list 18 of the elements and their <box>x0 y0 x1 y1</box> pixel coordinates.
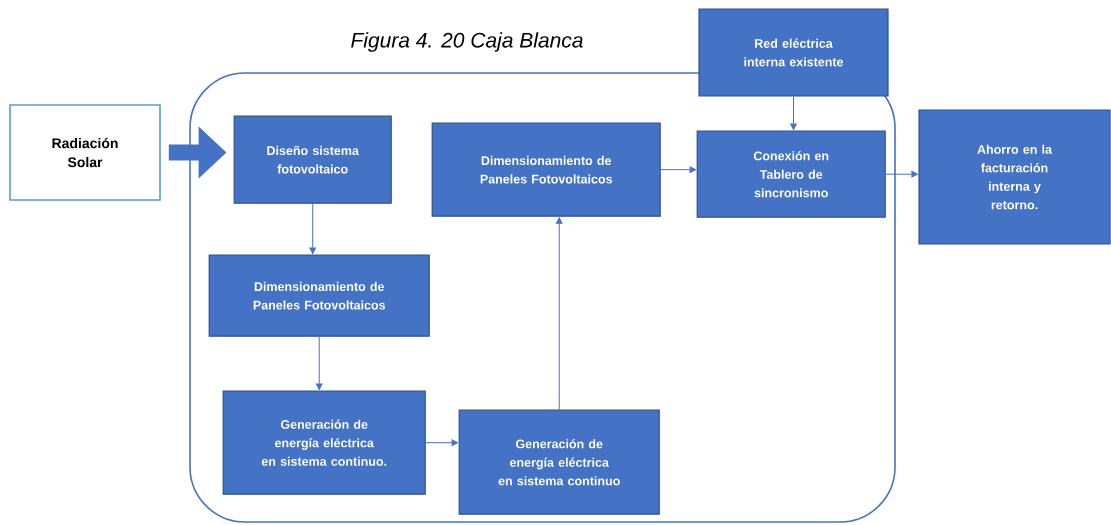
frame <box>189 72 896 523</box>
arrow <box>309 203 316 254</box>
arrow <box>660 166 696 173</box>
process-box: Conexión en Tablero de sincronismo <box>696 130 886 218</box>
arrow <box>790 96 797 130</box>
arrow <box>425 439 458 446</box>
process-box: Red eléctrica interna existente <box>698 8 889 97</box>
process-box: Diseño sistema fotovoltaico <box>233 115 392 204</box>
process-box: Generación de energía eléctrica en sistema continuo <box>458 409 660 515</box>
arrow <box>885 170 918 178</box>
process-box: Dimensionamiento de Paneles Fotovoltaicos <box>431 122 661 217</box>
process-box: Ahorro en la facturación interna y retorno. <box>918 109 1111 245</box>
process-box: Generación de energía eléctrica en sistema continuo. <box>222 390 426 495</box>
process-box: Dimensionamiento de Paneles Fotovoltaicos <box>208 254 430 337</box>
text-box: Radiación Solar <box>9 104 161 201</box>
arrow <box>315 336 323 390</box>
title: Figura 4. 20 Caja Blanca <box>351 32 583 52</box>
arrow <box>555 217 563 411</box>
